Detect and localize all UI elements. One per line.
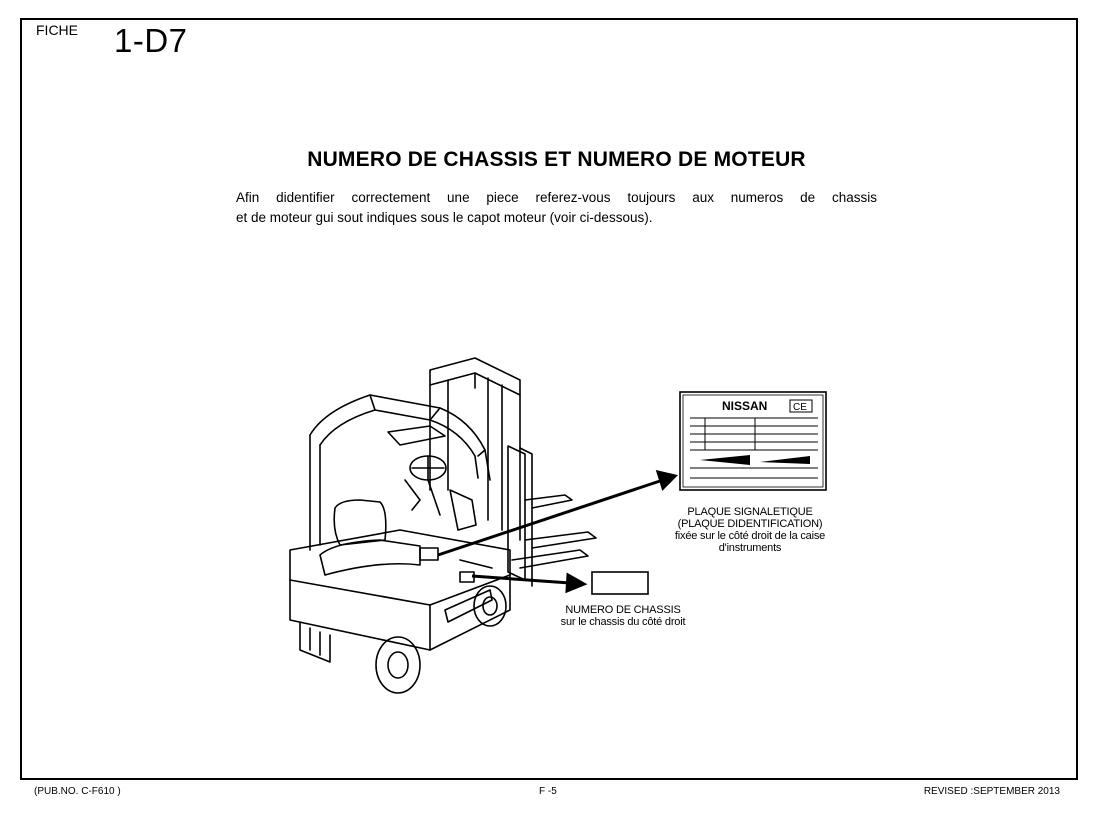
identification-plate: NISSAN CE <box>679 391 827 491</box>
forklift-illustration: NISSAN CE <box>289 357 827 694</box>
plaque-arrowhead <box>655 469 678 491</box>
chassis-location-marker <box>459 571 475 583</box>
plate-brand: NISSAN <box>722 399 767 413</box>
plaque-caption-line-2: (PLAQUE DIDENTIFICATION) <box>677 518 823 530</box>
seat <box>319 499 421 576</box>
intro-line-1: Afin didentifier correctement une piece … <box>236 190 877 205</box>
chassis-number-box <box>591 571 649 595</box>
overhead-guard <box>309 394 491 551</box>
plate-ce-mark: CE <box>793 402 807 413</box>
chassis-caption: NUMERO DE CHASSIS sur le chassis du côté… <box>548 604 698 628</box>
front-wheel <box>473 585 507 627</box>
page-title: NUMERO DE CHASSIS ET NUMERO DE MOTEUR <box>307 148 806 171</box>
footer-page-number: F -5 <box>539 786 557 797</box>
chassis-caption-line-2: sur le chassis du côté droit <box>560 616 686 628</box>
intro-line-2: et de moteur gui sout indiques sous le c… <box>236 210 653 225</box>
plaque-caption-line-1: PLAQUE SIGNALETIQUE <box>687 506 813 518</box>
chassis-caption-line-1: NUMERO DE CHASSIS <box>565 604 681 616</box>
plaque-caption-line-3: fixée sur le côté droit de la caise <box>674 530 826 542</box>
footer-revised: REVISED :SEPTEMBER 2013 <box>923 786 1060 797</box>
plaque-arrow <box>437 478 664 557</box>
intro-paragraph: Afin didentifier correctement une piece … <box>236 188 877 228</box>
rear-wheel <box>375 636 421 694</box>
truck-body <box>289 529 511 663</box>
plaque-caption: PLAQUE SIGNALETIQUE (PLAQUE DIDENTIFICAT… <box>650 506 850 554</box>
footer-pub-no: (PUB.NO. C-F610 ) <box>34 786 121 797</box>
page-frame <box>20 18 1078 780</box>
plate-location-marker <box>419 547 439 561</box>
fiche-label: FICHE <box>36 22 78 38</box>
chassis-arrow <box>471 574 571 585</box>
chassis-arrowhead <box>565 572 588 594</box>
plaque-caption-line-4: d'instruments <box>718 542 782 554</box>
forks <box>511 494 597 569</box>
steering-wheel <box>404 455 477 531</box>
fiche-code: 1-D7 <box>114 22 188 59</box>
